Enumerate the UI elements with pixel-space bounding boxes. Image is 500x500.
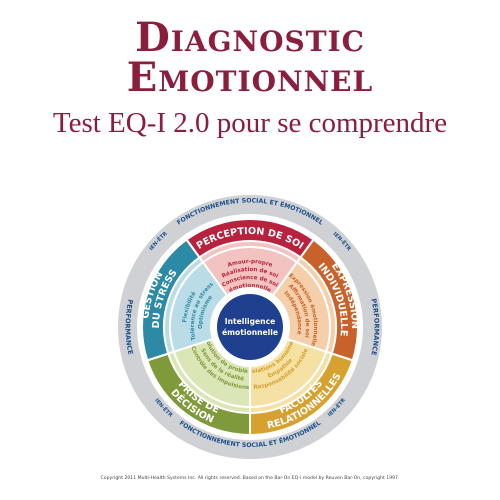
composite-band-stress [141, 238, 201, 362]
ring-label-bien-etre: BIEN-ÊTRE [0, 0, 169, 252]
title-line-1: Diagnostic [135, 14, 365, 61]
center-label-line2: émotionnelle [222, 328, 278, 337]
subtitle: Test EQ-I 2.0 pour se comprendre [52, 107, 448, 139]
ring-label-left-performance: PERFORMANCE [123, 299, 134, 356]
composite-decision [146, 336, 251, 437]
title-block: Diagnostic Emotionnel Test EQ-I 2.0 pour… [0, 0, 500, 140]
subscale-perception: Amour-propre [227, 259, 273, 269]
copyright-notice: Copyright 2011 Multi-Health Systems Inc.… [100, 476, 400, 481]
title-line-2: Emotionnel [126, 54, 374, 101]
composite-expression [269, 238, 359, 362]
center-hub [217, 294, 283, 360]
center-label-line1: Intelligence [225, 317, 275, 326]
composite-relations [249, 336, 354, 437]
composite-stress [141, 238, 231, 362]
ring-label-right-performance: PERFORMANCE [369, 298, 380, 357]
